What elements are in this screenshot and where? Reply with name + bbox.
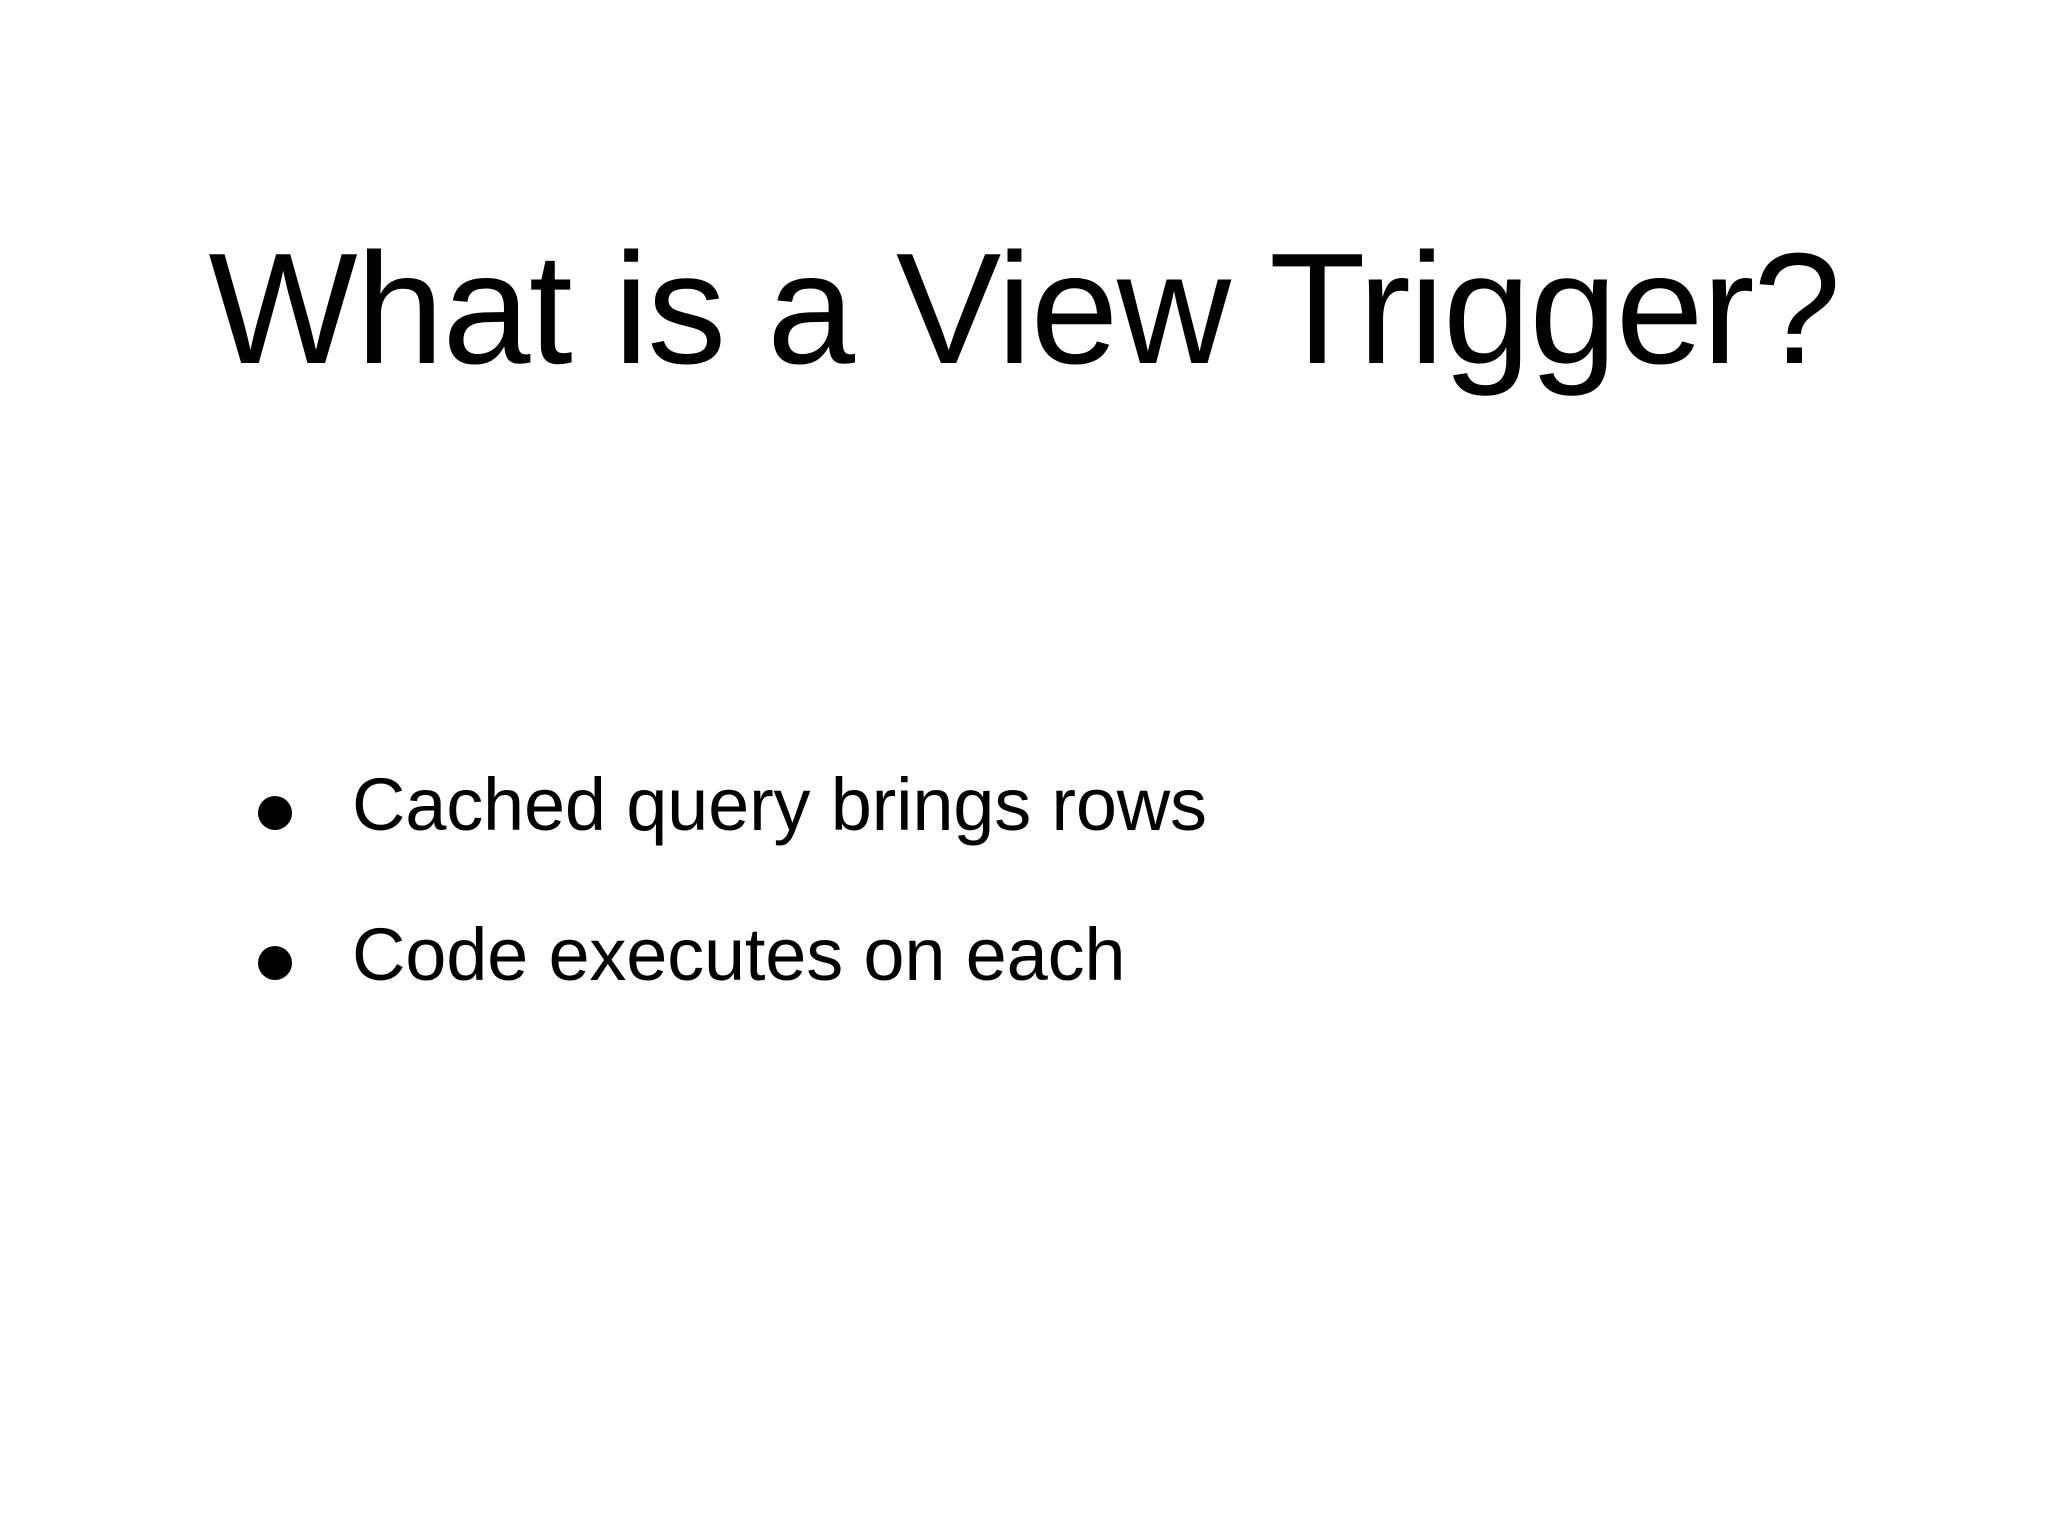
bullet-item-label: Code executes on each [352, 913, 1126, 996]
bullet-dot-icon [258, 946, 292, 980]
page-title: What is a View Trigger? [208, 220, 1841, 397]
bullet-item-label: Cached query brings rows [352, 763, 1207, 846]
list-item: Cached query brings rows [258, 768, 1758, 918]
bullet-list: Cached query brings rows Code executes o… [258, 768, 1758, 1068]
list-item: Code executes on each [258, 918, 1758, 1068]
bullet-dot-icon [258, 796, 292, 830]
